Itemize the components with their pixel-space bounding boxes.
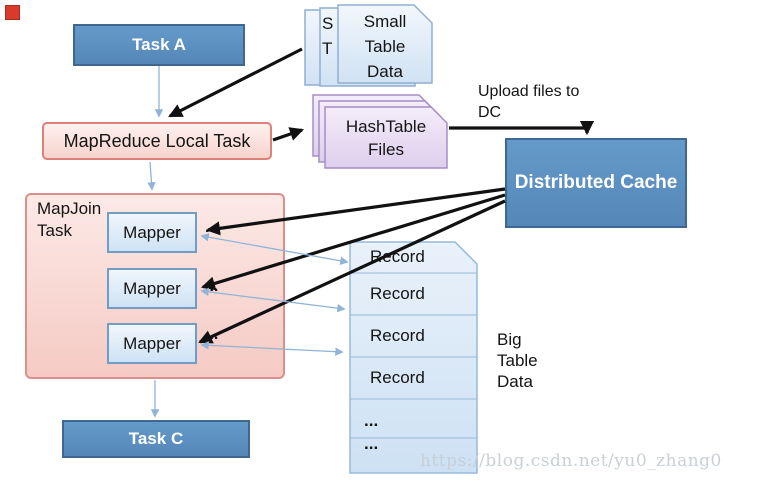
big-table-line1: Big [497,330,522,349]
mapjoin-label-line1: MapJoin [37,199,102,218]
small-table-peek-line1: S [322,14,334,33]
mapper-2-label: Mapper [123,278,181,298]
upload-note-line2: DC [478,104,502,121]
distributed-cache-node: Distributed Cache [505,138,687,228]
mapreduce-local-task-node: MapReduce Local Task [42,122,272,160]
small-table-peek-line2: T [322,39,333,58]
red-marker-square [5,5,20,20]
arrow-mapreduce-to-mapjoin [147,161,156,191]
small-table-line3: Data [367,62,403,81]
record-row-label: Record [370,326,425,345]
mapper-3-ellipsis: ... [205,326,219,343]
task-a-node: Task A [73,24,245,66]
record-row-ellipsis: ... [364,411,379,430]
distributed-cache-label: Distributed Cache [514,172,678,193]
record-row-label: Record [370,368,425,387]
record-row-label: Record [370,247,425,266]
arrow-hashtable-to-distributed-cache [449,121,595,136]
mapper-3-label: Mapper [123,333,181,353]
small-table-line1: Small [363,12,407,31]
small-table-line2: Table [364,37,406,56]
mapper-2-ellipsis: ... [205,278,219,295]
mapper-node-1: Mapper [107,212,197,253]
big-table-line3: Data [497,372,533,391]
mapjoin-label-line2: Task [37,221,72,240]
record-row-label: Record [370,284,425,303]
mapper-1-ellipsis: ... [205,219,219,236]
mapper-1-label: Mapper [123,222,181,242]
big-table-line2: Table [497,351,538,370]
small-table-data-label: Small Table Data [338,9,432,84]
mapper-node-2: Mapper [107,268,197,309]
upload-files-to-dc-note: Upload files to DC [478,81,579,123]
small-table-hidden-card-peek: S T [322,11,337,77]
arrow-mapreduce-to-hashtable [272,127,304,142]
task-c-node: Task C [62,420,250,458]
watermark-url: https://blog.csdn.net/yu0_zhang0 [420,451,722,471]
task-c-label: Task C [128,429,184,448]
upload-note-line1: Upload files to [478,83,580,100]
hashtable-line1: HashTable [345,117,427,136]
hashtable-line2: Files [368,140,404,159]
mapreduce-local-task-label: MapReduce Local Task [63,130,251,151]
big-table-data-label: Big Table Data [497,329,538,392]
mapjoin-task-label: MapJoin Task [37,198,101,242]
mapper-node-3: Mapper [107,323,197,364]
task-a-label: Task A [132,35,186,54]
hashtable-files-label: HashTable Files [325,115,447,161]
record-row-ellipsis: ... [364,434,379,453]
